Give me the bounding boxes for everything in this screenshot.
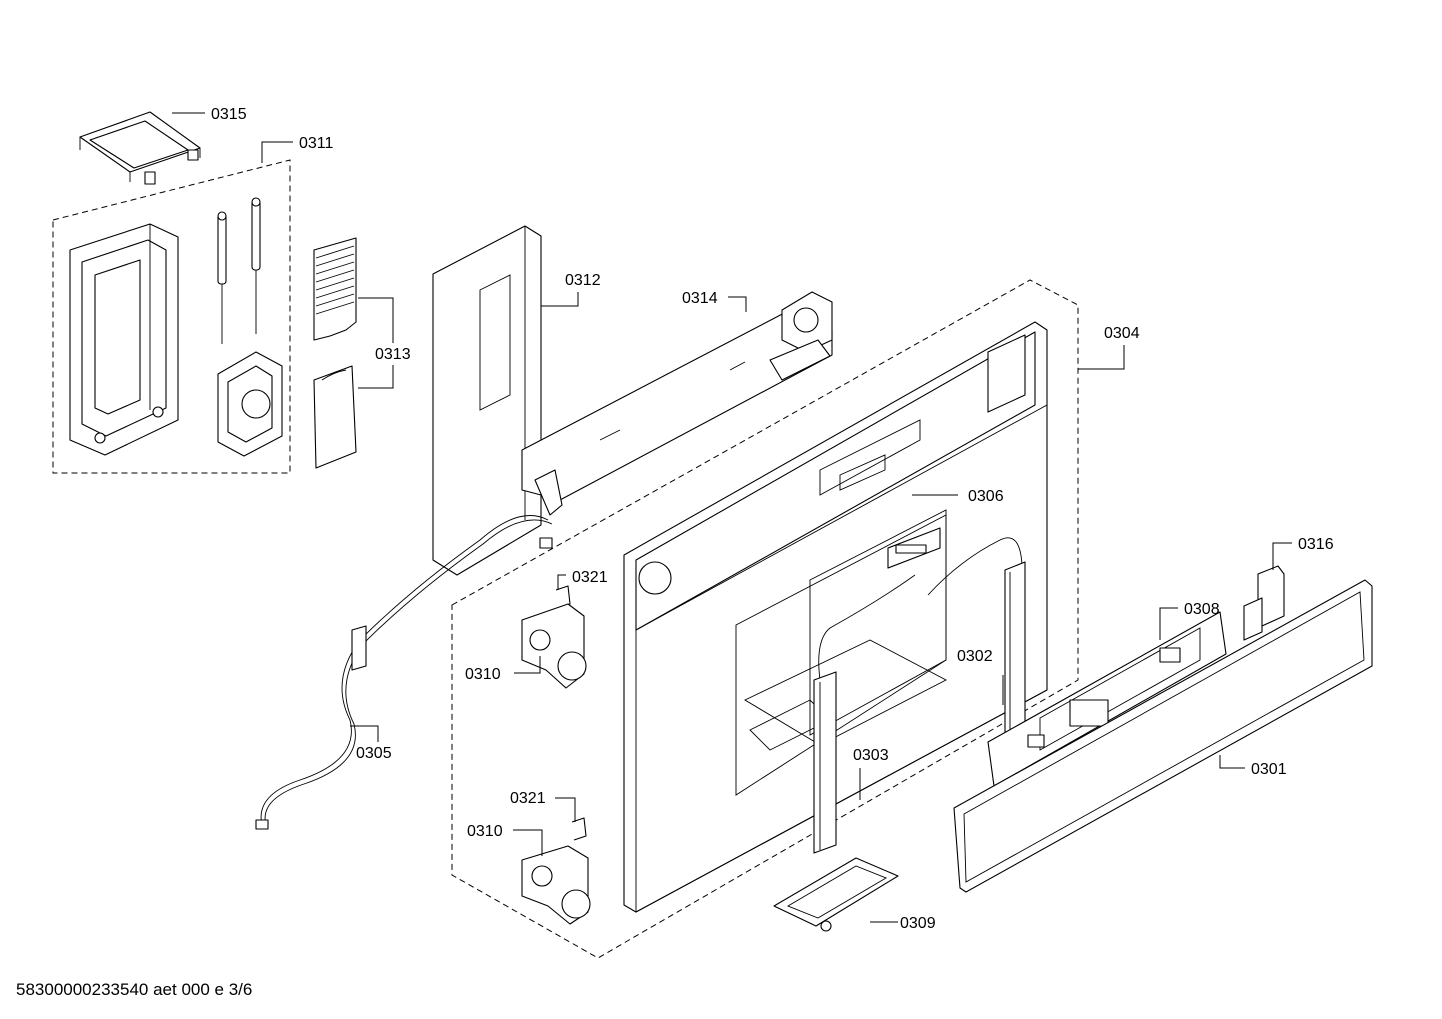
part-0313-grille xyxy=(313,237,357,341)
part-0309-tray xyxy=(773,857,899,932)
part-0313-plate xyxy=(313,365,357,469)
label-0321-lower: 0321 xyxy=(510,790,546,807)
label-0316: 0316 xyxy=(1298,536,1334,553)
group-outline-0311 xyxy=(52,159,291,474)
label-0301: 0301 xyxy=(1251,761,1287,778)
label-0303: 0303 xyxy=(853,747,889,764)
wire-0302 xyxy=(927,537,1023,596)
part-0304-oven-body xyxy=(623,321,1048,913)
part-0321-clip-lower xyxy=(571,817,587,841)
label-0305: 0305 xyxy=(356,745,392,762)
label-0310-upper: 0310 xyxy=(465,666,501,683)
part-0314-duct xyxy=(521,291,833,516)
label-0312: 0312 xyxy=(565,272,601,289)
group-outline-0304 xyxy=(451,279,1079,959)
label-0310-lower: 0310 xyxy=(467,823,503,840)
leader-lines xyxy=(172,112,1292,923)
part-0301-control-strip xyxy=(953,579,1373,893)
part-0310-hinge-lower xyxy=(521,845,591,925)
label-0309: 0309 xyxy=(900,915,936,932)
part-0316-latch xyxy=(1243,565,1285,641)
part-0312-side-panel xyxy=(432,225,542,576)
part-0308-control-board xyxy=(987,611,1227,787)
part-0315-bracket xyxy=(79,111,201,185)
label-0311: 0311 xyxy=(299,135,334,152)
document-id: 58300000233540 aet 000 e 3/6 xyxy=(16,980,253,999)
part-0306-display-module xyxy=(887,527,941,569)
part-0311-rods xyxy=(217,197,261,344)
part-0311-holder xyxy=(217,351,283,457)
label-0321-upper: 0321 xyxy=(572,569,608,586)
part-0310-hinge-upper xyxy=(521,603,587,689)
label-0304: 0304 xyxy=(1104,325,1140,342)
label-0306: 0306 xyxy=(968,488,1004,505)
part-0302-rail xyxy=(1004,561,1026,737)
label-0315: 0315 xyxy=(211,106,247,123)
label-0314: 0314 xyxy=(682,290,718,307)
label-0302: 0302 xyxy=(957,648,993,665)
part-0311-frame xyxy=(69,223,179,456)
part-0303-rail xyxy=(813,671,837,854)
wire-0306 xyxy=(818,574,916,681)
part-0305-cable xyxy=(255,515,553,830)
label-0313: 0313 xyxy=(375,346,411,363)
label-0308: 0308 xyxy=(1184,601,1220,618)
